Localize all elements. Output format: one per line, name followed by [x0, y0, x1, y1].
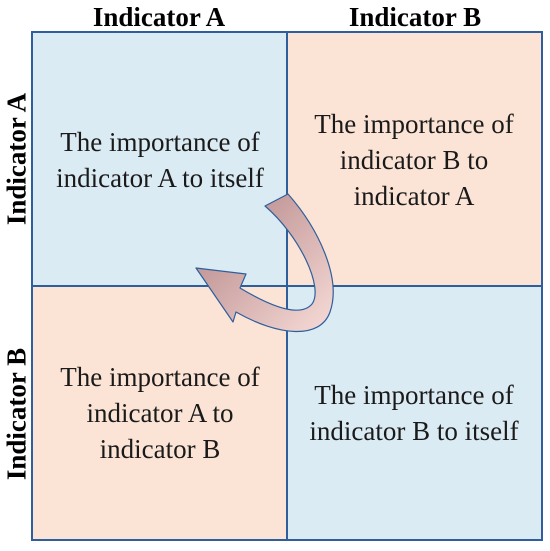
column-header-indicator-b: Indicator B — [348, 2, 482, 32]
horizontal-divider — [33, 285, 541, 287]
cell-b-b-text: The importance of indicator B to itself — [309, 379, 519, 446]
cell-b-a-text: The importance of indicator A to indicat… — [60, 361, 260, 464]
cell-a-a-text: The importance of indicator A to itself — [56, 126, 264, 193]
column-header-indicator-a: Indicator A — [92, 2, 226, 32]
cell-a-a: The importance of indicator A to itself — [33, 33, 287, 286]
cell-b-b: The importance of indicator B to itself — [287, 286, 541, 539]
row-header-indicator-b: Indicator B — [0, 286, 34, 541]
cell-b-a: The importance of indicator A to indicat… — [33, 286, 287, 539]
row-header-indicator-a: Indicator A — [0, 31, 34, 286]
row-header-indicator-b-label: Indicator B — [1, 347, 32, 480]
cell-a-b-text: The importance of indicator B to indicat… — [314, 108, 514, 211]
row-header-indicator-a-label: Indicator A — [1, 92, 32, 225]
cell-a-b: The importance of indicator B to indicat… — [287, 33, 541, 286]
matrix-grid: The importance of indicator A to itself … — [31, 31, 543, 541]
